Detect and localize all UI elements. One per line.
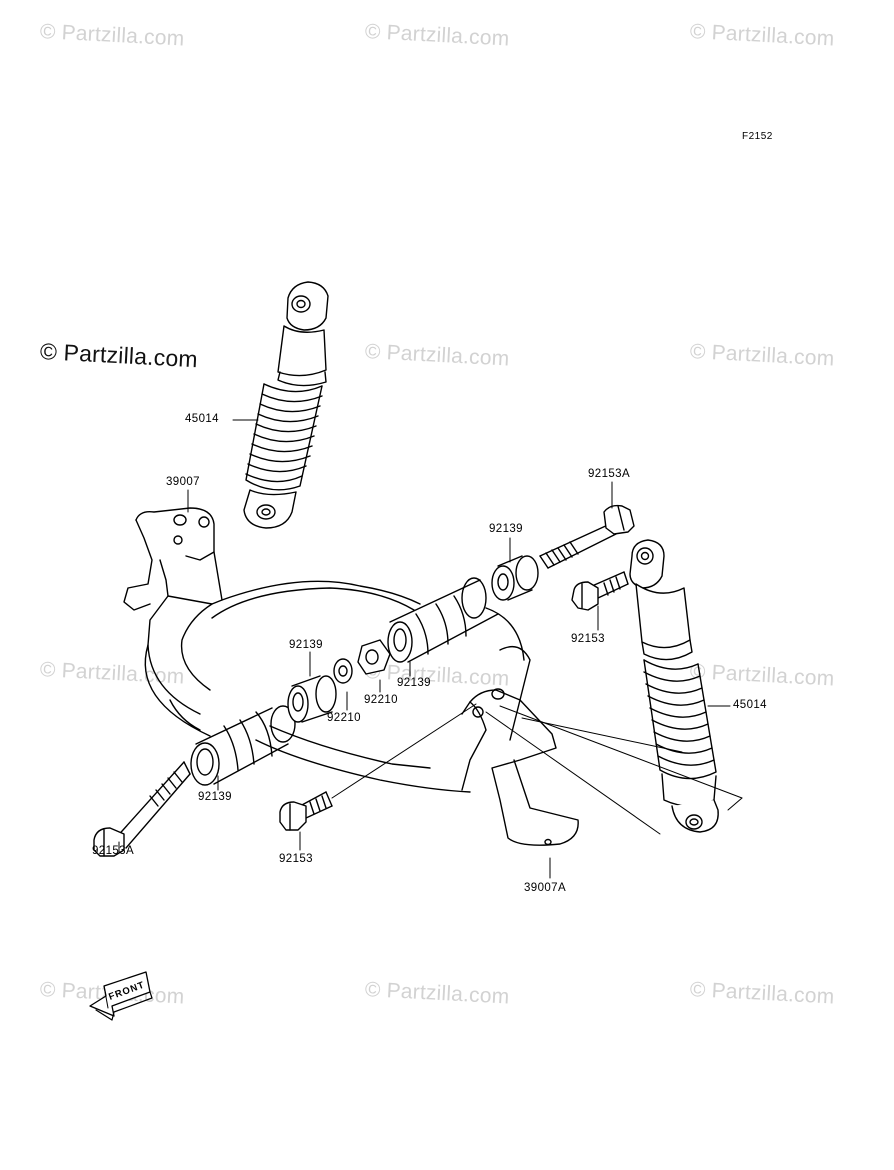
part-label-arm-right[interactable]: 39007A	[524, 882, 567, 894]
part-label-shock-upper-left[interactable]: 45014	[185, 413, 219, 425]
suspension-arm-right[interactable]	[461, 688, 579, 846]
part-label-bolt-short-bottom[interactable]: 92153	[279, 853, 313, 865]
part-label-bushing-mid[interactable]: 92139	[289, 639, 323, 651]
bushing-top[interactable]	[491, 555, 539, 601]
bushing-bottom-mid[interactable]	[287, 675, 337, 723]
part-label-bushing-top[interactable]: 92139	[489, 523, 523, 535]
suspension-arm-left[interactable]	[123, 507, 531, 793]
pivot-tube-left[interactable]	[190, 705, 296, 786]
part-label-bolt-long-bottom[interactable]: 92153A	[92, 845, 135, 857]
front-direction-arrow	[89, 971, 153, 1021]
diagram-code: F2152	[742, 131, 773, 142]
pivot-tube-right[interactable]	[387, 577, 499, 663]
part-label-bolt-short-top[interactable]: 92153	[571, 633, 605, 645]
shock-absorber-upper-left[interactable]	[243, 281, 329, 529]
part-label-bolt-long-top[interactable]: 92153A	[588, 468, 631, 480]
collar-right[interactable]	[357, 639, 391, 675]
part-label-collar-a[interactable]: 92210	[327, 712, 361, 724]
part-label-bushing-bottom[interactable]: 92139	[198, 791, 232, 803]
part-label-bushing-center[interactable]: 92139	[397, 677, 431, 689]
bolt-short-top[interactable]	[571, 571, 629, 611]
part-label-arm-left[interactable]: 39007	[166, 476, 200, 488]
part-label-shock-right[interactable]: 45014	[733, 699, 767, 711]
bolt-long-bottom[interactable]	[93, 761, 191, 857]
shock-absorber-right[interactable]	[629, 539, 719, 833]
part-label-collar-b[interactable]: 92210	[364, 694, 398, 706]
collar-left[interactable]	[333, 658, 353, 684]
bolt-long-top[interactable]	[539, 504, 635, 569]
bolt-short-bottom[interactable]	[279, 703, 477, 831]
